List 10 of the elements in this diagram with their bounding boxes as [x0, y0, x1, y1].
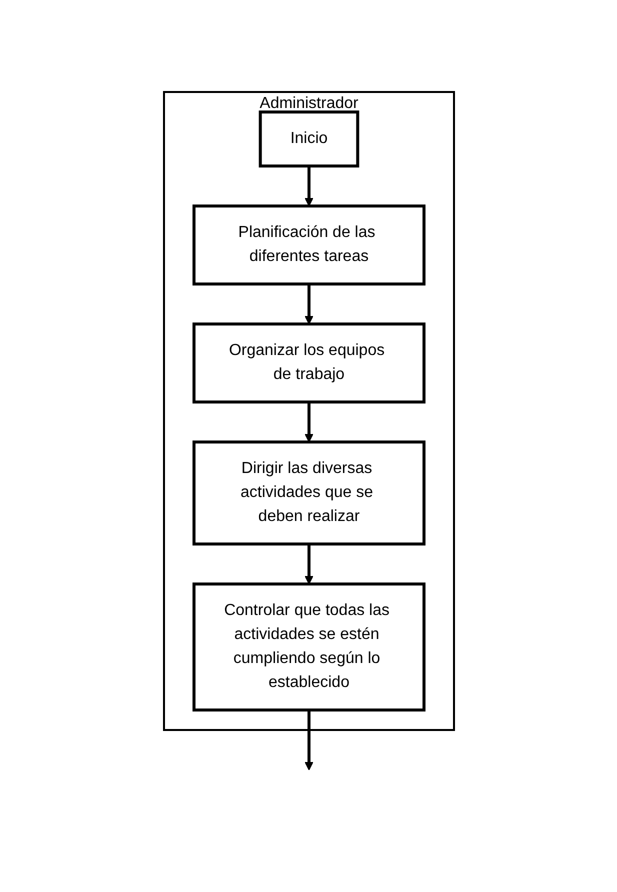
- node-box: Planificación de las diferentes tareas: [192, 204, 425, 286]
- arrow: [304, 544, 313, 584]
- arrow: [304, 710, 313, 770]
- node-box: Organizar los equipos de trabajo: [192, 322, 425, 404]
- node-box: Inicio: [258, 110, 359, 168]
- arrow: [304, 166, 313, 206]
- arrow: [304, 284, 313, 324]
- arrow: [304, 402, 313, 442]
- node-box: Controlar que todas las actividades se estén cumpliendo según lo establecido: [192, 582, 425, 712]
- node-box: Dirigir las diversas actividades que se deben realizar: [192, 440, 425, 546]
